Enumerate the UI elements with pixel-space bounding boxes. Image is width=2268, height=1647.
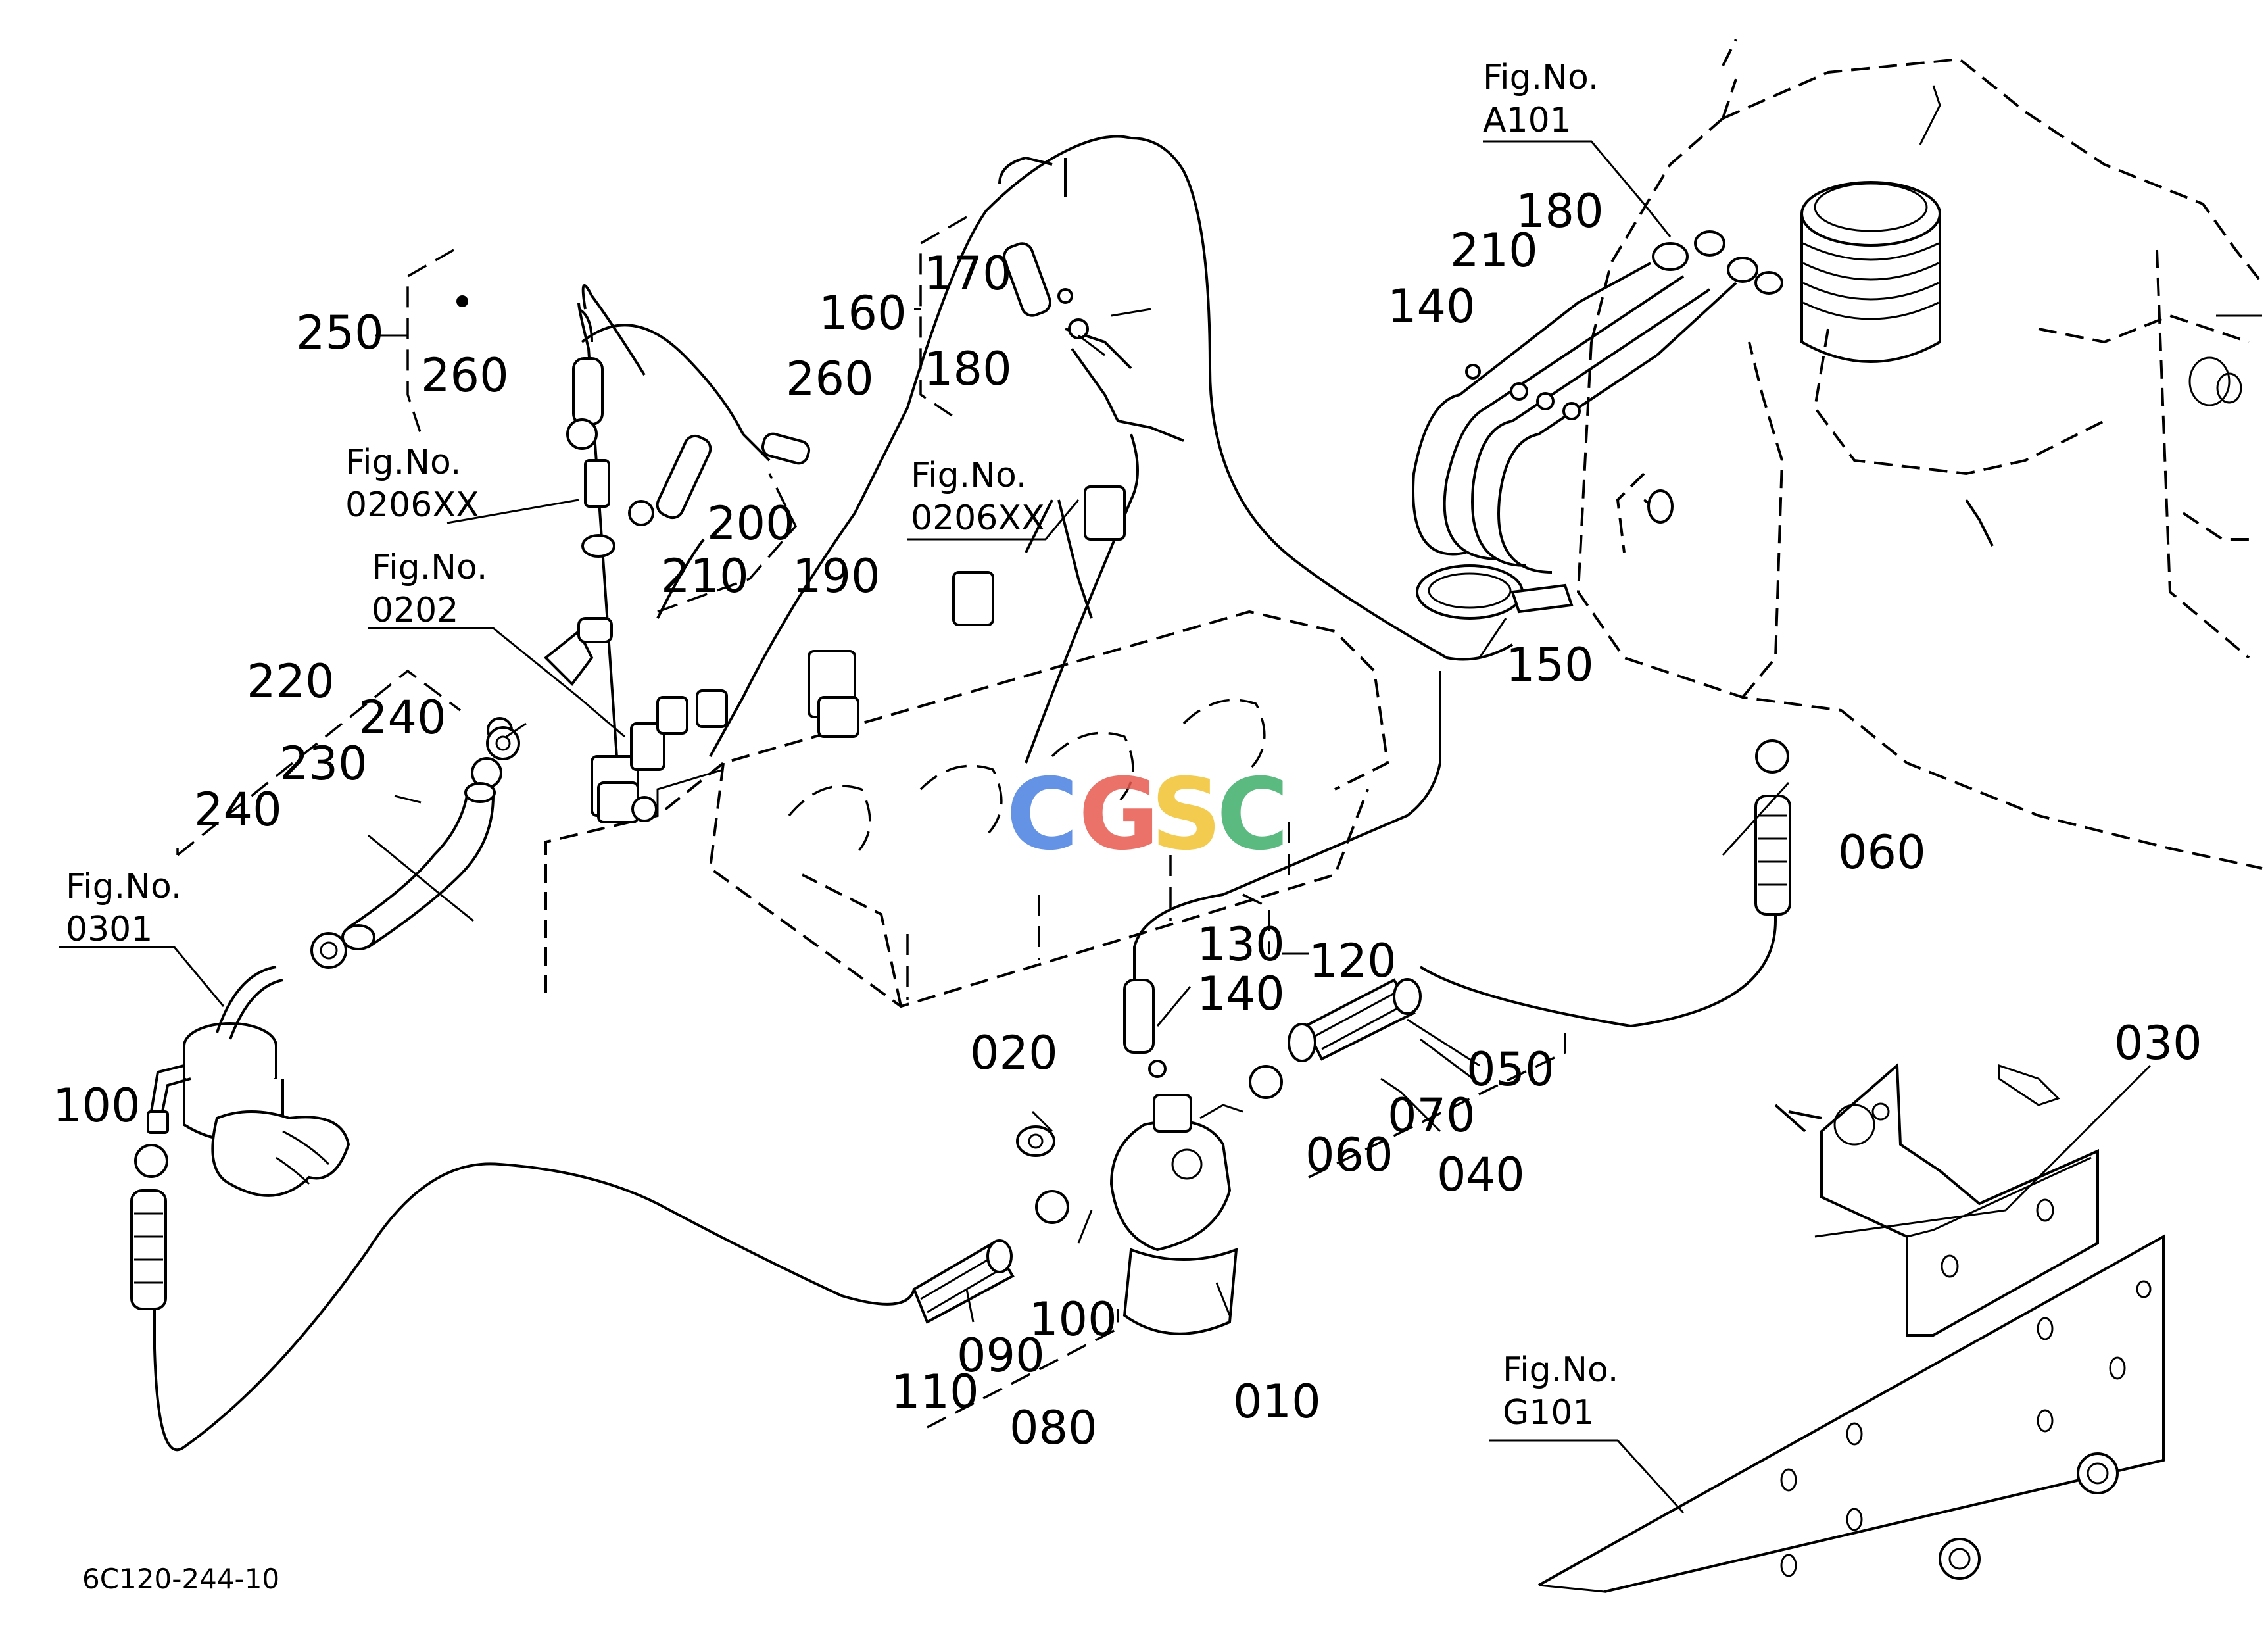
fuel-pump bbox=[147, 966, 350, 1197]
fig-ref-0202-number: 0202 bbox=[372, 591, 458, 630]
fig-ref-0206xx-left-label: Fig.No. bbox=[345, 443, 461, 482]
watermark-letter-g: G bbox=[1078, 758, 1159, 872]
fig-ref-g101-label: Fig.No. bbox=[1503, 1350, 1618, 1390]
part-label-070: 070 bbox=[1387, 1089, 1476, 1143]
part-label-140-top: 140 bbox=[1387, 280, 1476, 333]
part-label-030: 030 bbox=[2114, 1016, 2202, 1070]
part-label-010: 010 bbox=[1233, 1375, 1321, 1429]
part-label-210-left: 210 bbox=[661, 549, 749, 603]
part-label-180-right: 180 bbox=[1516, 184, 1604, 238]
part-label-260-left: 260 bbox=[421, 349, 509, 403]
part-label-040: 040 bbox=[1437, 1148, 1525, 1202]
part-label-120: 120 bbox=[1309, 934, 1397, 988]
fig-ref-0206xx-right-number: 0206XX bbox=[911, 499, 1045, 538]
injection-parts bbox=[130, 230, 1791, 1335]
fig-ref-g101-number: G101 bbox=[1503, 1393, 1595, 1433]
fig-ref-0202-label: Fig.No. bbox=[372, 548, 487, 587]
part-label-200: 200 bbox=[707, 497, 795, 551]
part-label-250: 250 bbox=[296, 306, 384, 360]
fig-ref-0206xx-right-label: Fig.No. bbox=[911, 456, 1026, 495]
part-label-130: 130 bbox=[1197, 918, 1285, 971]
part-label-080: 080 bbox=[1009, 1401, 1098, 1455]
part-label-090: 090 bbox=[957, 1329, 1045, 1383]
part-label-240-top: 240 bbox=[358, 691, 446, 745]
fig-ref-0301-number: 0301 bbox=[66, 910, 153, 949]
drawing-code: 6C120-244-10 bbox=[82, 1563, 279, 1595]
fig-ref-0206xx-left-number: 0206XX bbox=[345, 485, 479, 525]
fuel-lines bbox=[153, 135, 1777, 1452]
watermark-letter-c2: C bbox=[1217, 758, 1289, 872]
fig-ref-a101-label: Fig.No. bbox=[1483, 58, 1599, 97]
part-label-190: 190 bbox=[792, 549, 881, 603]
part-label-140-mid: 140 bbox=[1197, 967, 1285, 1021]
part-label-160: 160 bbox=[819, 286, 907, 340]
part-label-220: 220 bbox=[247, 654, 335, 708]
part-label-150: 150 bbox=[1506, 638, 1594, 692]
watermark-letter-s: S bbox=[1151, 758, 1222, 872]
figure-references: Fig.No. A101 Fig.No. 0206XX Fig.No. 0206… bbox=[66, 58, 1618, 1433]
part-label-100-mid: 100 bbox=[1029, 1292, 1117, 1346]
part-label-020: 020 bbox=[970, 1026, 1058, 1080]
part-label-110: 110 bbox=[891, 1365, 979, 1419]
part-callouts: 250 260 260 200 210 190 170 160 180 180 … bbox=[53, 184, 2202, 1455]
part-label-260-right: 260 bbox=[786, 352, 874, 406]
fig-ref-a101-number: A101 bbox=[1483, 101, 1572, 140]
watermark-letter-c1: C bbox=[1006, 758, 1078, 872]
part-label-230: 230 bbox=[279, 737, 368, 791]
leader-lines bbox=[59, 140, 2152, 1514]
part-label-170: 170 bbox=[924, 247, 1012, 301]
part-label-050: 050 bbox=[1466, 1043, 1555, 1096]
bracket-030 bbox=[1774, 1062, 2099, 1337]
part-label-180-left: 180 bbox=[924, 342, 1012, 396]
part-label-240-left: 240 bbox=[194, 783, 282, 837]
part-label-060-mid: 060 bbox=[1305, 1128, 1393, 1182]
fuel-tank bbox=[1576, 39, 2263, 870]
part-label-100-left: 100 bbox=[53, 1079, 141, 1133]
part-label-060-right: 060 bbox=[1838, 825, 1926, 879]
frame-plate bbox=[1538, 1234, 2165, 1593]
part-label-210-right: 210 bbox=[1450, 224, 1538, 278]
cgsc-watermark: C G S C bbox=[1006, 758, 1289, 872]
fig-ref-0301-label: Fig.No. bbox=[66, 867, 181, 906]
engine-block bbox=[544, 610, 1389, 1008]
